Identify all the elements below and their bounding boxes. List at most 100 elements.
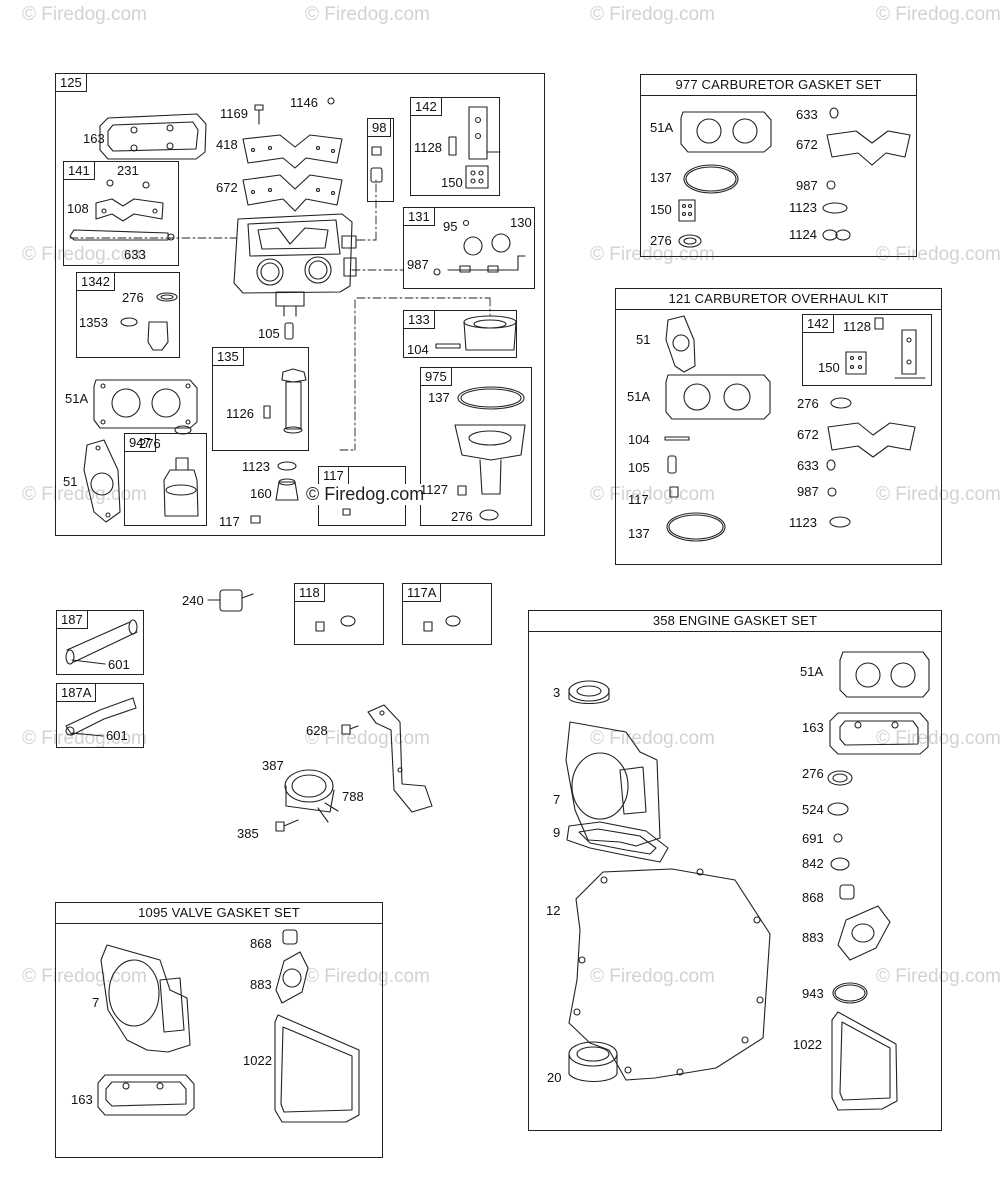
watermark: © Firedog.com: [876, 244, 1000, 265]
subbox-117a: 117A: [402, 583, 492, 645]
part-label: 51: [63, 474, 78, 489]
screws-231: [107, 180, 149, 188]
watermark: © Firedog.com: [22, 728, 147, 749]
box-tag-125: 125: [55, 73, 87, 92]
part-label: 633: [796, 107, 818, 122]
float-bowl-133: [436, 316, 516, 350]
gasket-51a: [94, 380, 197, 428]
part-label: 628: [306, 723, 328, 738]
part-label: 7: [92, 995, 100, 1010]
kit977-parts: [679, 108, 910, 247]
part-label: 51A: [65, 391, 89, 406]
part-label: 130: [510, 215, 532, 230]
bracket-788: [368, 705, 432, 812]
box-tag-118: 118: [294, 583, 325, 602]
fitting-160: [276, 479, 298, 500]
box-tag-117: 117: [318, 466, 349, 485]
part-label: 276: [122, 290, 144, 305]
watermark: © Firedog.com: [876, 966, 1000, 987]
watermark: © Firedog.com: [590, 484, 715, 505]
watermark: © Firedog.com: [590, 4, 715, 25]
part-label: 788: [342, 789, 364, 804]
box-tag-947: 947: [124, 433, 156, 452]
part-label: 276: [797, 396, 819, 411]
bowl-975: [455, 387, 525, 520]
jet-105: [285, 323, 293, 339]
part-label: 12: [546, 903, 561, 918]
carburetor-assembly-box: 125: [55, 73, 545, 536]
section-title: 977 CARBURETOR GASKET SET: [641, 75, 916, 96]
part-label: 418: [216, 137, 238, 152]
part-label: 150: [441, 175, 463, 190]
part-label: 601: [106, 728, 128, 743]
box-tag-187: 187: [56, 610, 88, 629]
kit358-parts: [566, 652, 929, 1110]
carburetor-body: [234, 214, 356, 316]
section-title: 121 CARBURETOR OVERHAUL KIT: [616, 289, 941, 310]
part-label: 163: [71, 1092, 93, 1107]
part-label: 691: [802, 831, 824, 846]
part-label: 1123: [242, 459, 270, 474]
subbox-98: 98: [367, 118, 394, 202]
part-label: 51A: [800, 664, 824, 679]
part-label: 163: [802, 720, 824, 735]
gasket-163: [100, 114, 206, 159]
part-label: 231: [117, 163, 139, 178]
box-tag-133: 133: [403, 310, 435, 329]
part-label: 1022: [793, 1037, 822, 1052]
part-label: 524: [802, 802, 824, 817]
watermark: © Firedog.com: [22, 244, 147, 265]
part-label: 672: [797, 427, 819, 442]
needle-98: [371, 147, 382, 182]
part-label: 387: [262, 758, 284, 773]
part-label: 883: [802, 930, 824, 945]
kit1095-parts: [98, 930, 359, 1122]
part-label: 160: [250, 486, 272, 501]
part-label: 163: [83, 131, 105, 146]
watermark: © Firedog.com: [590, 966, 715, 987]
part-label: 1169: [220, 106, 248, 121]
solenoid-947: [164, 426, 198, 516]
subbox-142: 142: [410, 97, 500, 196]
tube-187a: [66, 698, 136, 736]
part-label: 117: [628, 492, 649, 507]
subbox-947: 947: [124, 433, 207, 526]
watermark: © Firedog.com: [22, 484, 147, 505]
subbox-975: 975: [420, 367, 532, 526]
part-label: 104: [407, 342, 429, 357]
part-label: 137: [628, 526, 650, 541]
part-label: 104: [628, 432, 650, 447]
part-label: 385: [237, 826, 259, 841]
carburetor-gasket-set-box: 977 CARBURETOR GASKET SET: [640, 74, 917, 257]
carburetor-overhaul-kit-box: 121 CARBURETOR OVERHAUL KIT: [615, 288, 942, 565]
rod-141: [70, 230, 174, 240]
parts-117a: [424, 616, 460, 631]
watermark: © Firedog.com: [876, 4, 1000, 25]
watermark: © Firedog.com: [22, 4, 147, 25]
part-label: 868: [250, 936, 272, 951]
part-label: 276: [139, 436, 161, 451]
part-label: 1123: [789, 515, 817, 530]
gasket-672: [243, 175, 342, 211]
plate-108: [96, 199, 163, 221]
subbox-142-kit: 142: [802, 314, 932, 386]
floats-131: [434, 221, 525, 276]
subbox-131: 131: [403, 207, 535, 289]
part-label: 7: [553, 792, 561, 807]
part-label: 1128: [414, 140, 442, 155]
tube-135: [264, 369, 306, 433]
subbox-1342: 1342: [76, 272, 180, 358]
part-label: 276: [650, 233, 672, 248]
part-label: 1124: [789, 227, 817, 242]
part-label: 1128: [843, 319, 871, 334]
subbox-118: 118: [294, 583, 384, 645]
part-label: 883: [250, 977, 272, 992]
leader-lines: [70, 180, 490, 450]
ring-1123: [278, 462, 296, 470]
part-label: 51: [636, 332, 651, 347]
part-label: 633: [797, 458, 819, 473]
part-label: 108: [67, 201, 89, 216]
part-label: 95: [443, 219, 458, 234]
part-label: 276: [802, 766, 824, 781]
